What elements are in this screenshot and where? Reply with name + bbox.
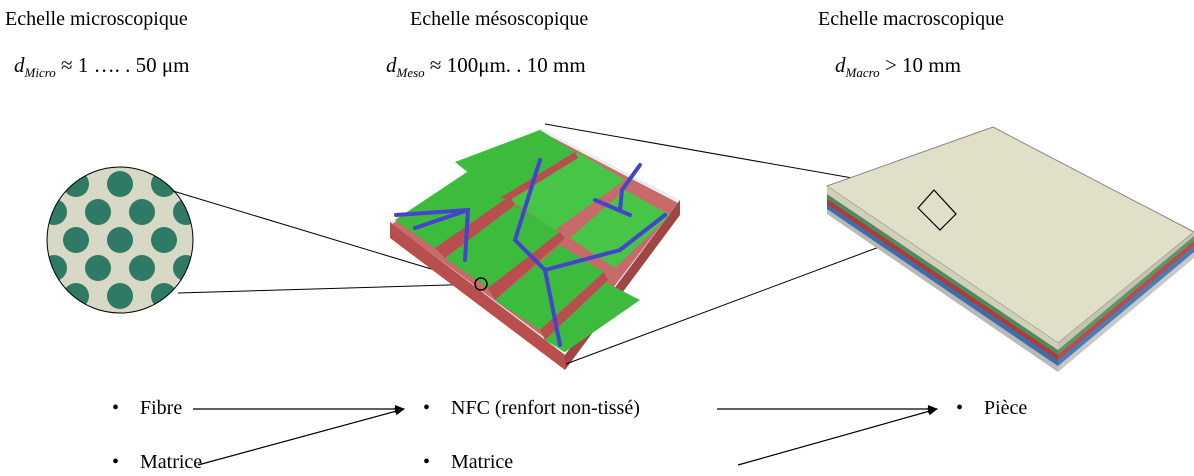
zoom-line-macro-lower (565, 224, 939, 365)
fibre-cross-section (129, 311, 155, 313)
meso-relation: ≈ 100μm. . 10 mm (429, 53, 586, 77)
bullet-piece: • Pièce (956, 397, 1027, 420)
fibre-cross-section (85, 311, 111, 313)
fibre-cross-section (0, 143, 23, 169)
fibre-cross-section (47, 255, 67, 281)
bullet-nfc-label: NFC (renfort non-tissé) (451, 397, 640, 419)
meso-zoom-marker (474, 277, 488, 291)
meso-scale-formula: dMeso ≈ 100μm. . 10 mm (386, 53, 586, 81)
fibre-cross-section (107, 283, 133, 309)
macro-scale-formula: dMacro > 10 mm (835, 53, 961, 81)
bullet-matrice-meso-label: Matrice (451, 451, 514, 473)
fibre-cross-section (0, 283, 1, 309)
fibre-cross-section (129, 167, 155, 169)
bullet-matrice-micro: • Matrice (112, 451, 202, 474)
fibre-cross-section (85, 199, 111, 225)
macro-zoom-box (917, 189, 957, 231)
micro-symbol: d (14, 53, 25, 77)
micro-scale-formula: dMicro ≈ 1 …. . 50 μm (14, 53, 189, 81)
macro-subscript: Macro (845, 65, 880, 81)
fibre-cross-section (107, 171, 133, 197)
meso-subscript: Meso (396, 65, 425, 81)
meso-view (390, 128, 680, 370)
bullet-piece-label: Pièce (984, 397, 1028, 419)
bullet-dot: • (112, 451, 120, 473)
meso-symbol: d (386, 53, 397, 77)
fibre-cross-section (63, 171, 89, 197)
micro-relation: ≈ 1 …. . 50 μm (61, 53, 190, 77)
fibre-cross-section (239, 171, 265, 197)
fibre-cross-section (63, 283, 89, 309)
fibre-cross-section (0, 311, 23, 337)
micro-scale-title: Echelle microscopique (5, 8, 188, 30)
bullet-dot: • (112, 397, 120, 419)
fibre-cross-section (0, 199, 23, 225)
fibre-cross-section (217, 255, 243, 281)
fibre-cross-section (151, 227, 177, 253)
fibre-cross-section (0, 171, 1, 197)
arrow-matrice-to-nfc (197, 407, 405, 466)
fibre-cross-section (151, 283, 177, 309)
fibre-cross-section (217, 143, 243, 169)
fibre-cross-section (129, 199, 155, 225)
fibre-cross-section (261, 255, 287, 281)
macro-view (825, 126, 1194, 372)
arrow-matrice-to-piece (737, 407, 938, 466)
bullet-dot: • (423, 451, 431, 473)
fibre-cross-section (239, 227, 265, 253)
fibre-cross-section (195, 171, 221, 197)
fibre-cross-section (19, 171, 45, 197)
fibre-cross-section (195, 283, 221, 309)
fibre-cross-section (261, 311, 287, 337)
macro-symbol: d (835, 53, 846, 77)
micro-subscript: Micro (24, 65, 56, 81)
fibre-cross-section (195, 227, 221, 253)
zoom-line-lower (177, 283, 482, 294)
macro-scale-title: Echelle macroscopique (818, 8, 1005, 30)
bullet-matrice-micro-label: Matrice (140, 451, 203, 473)
fibre-cross-section (129, 255, 155, 281)
bullet-nfc: • NFC (renfort non-tissé) (423, 397, 640, 420)
fibre-cross-section (19, 283, 45, 309)
fibre-cross-section (151, 171, 177, 197)
fibre-cross-section (173, 167, 193, 169)
meso-scale-title: Echelle mésoscopique (410, 8, 589, 30)
fibre-cross-section (239, 283, 265, 309)
fibre-cross-section (173, 255, 193, 281)
fibre-cross-section (47, 167, 67, 169)
fibre-cross-section (0, 227, 1, 253)
fibre-cross-section (85, 255, 111, 281)
bullet-fibre-label: Fibre (140, 397, 183, 419)
fibre-cross-section (173, 311, 193, 313)
fibre-cross-section (217, 311, 243, 337)
bullet-dot: • (423, 397, 431, 419)
fibre-cross-section (173, 199, 193, 225)
fibre-cross-section (85, 167, 111, 169)
bullet-dot: • (956, 397, 964, 419)
fibre-cross-section (261, 143, 287, 169)
bullet-fibre: • Fibre (112, 397, 182, 420)
bullet-matrice-meso: • Matrice (423, 451, 513, 474)
fibre-cross-section (0, 255, 23, 281)
fibre-cross-section (107, 227, 133, 253)
fibre-cross-section (63, 227, 89, 253)
macro-relation: > 10 mm (884, 53, 961, 77)
micro-view (0, 143, 287, 337)
fibre-cross-section (47, 311, 67, 313)
fibre-cross-section (47, 199, 67, 225)
fibre-cross-section (19, 227, 45, 253)
zoom-line-upper (172, 190, 482, 285)
fibre-cross-section (217, 199, 243, 225)
